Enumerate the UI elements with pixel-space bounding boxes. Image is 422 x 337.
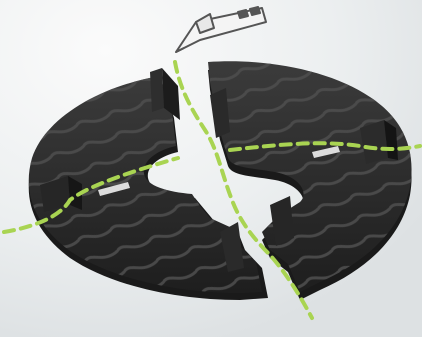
product-photo [0, 0, 422, 337]
